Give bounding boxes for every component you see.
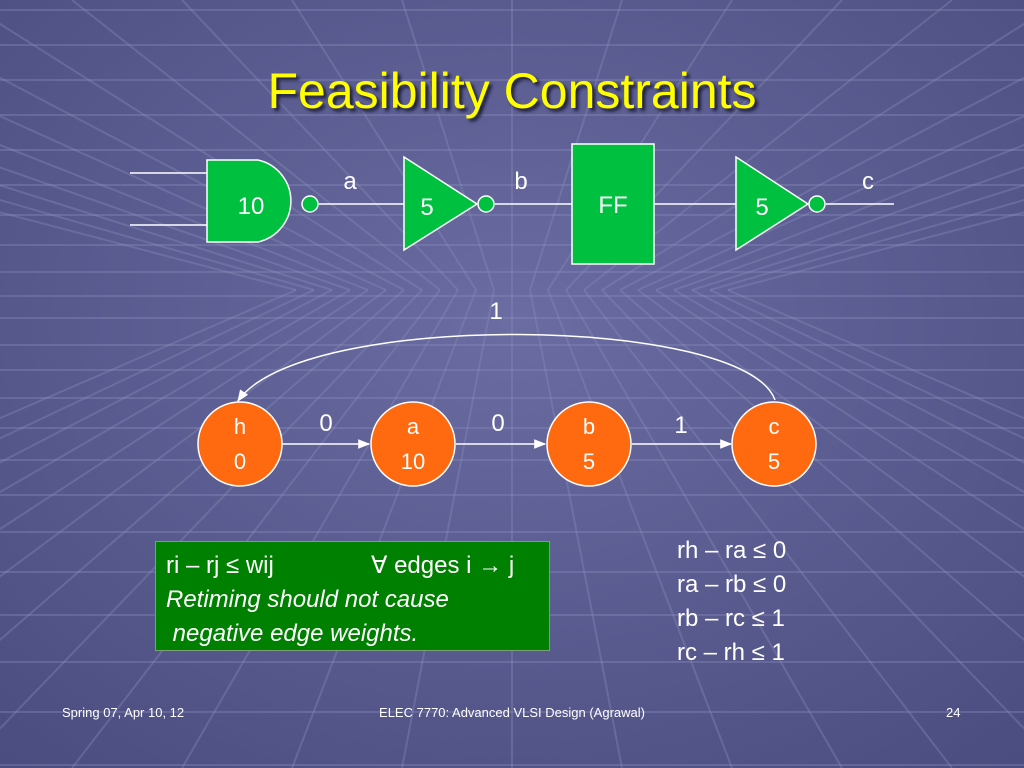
graph-node-c: c 5 [731,401,817,487]
nand-gate: 10 [206,159,319,243]
inverter-1-delay: 5 [420,194,433,221]
constraint-equations: rh – ra ≤ 0 ra – rb ≤ 0 rb – rc ≤ 1 rc –… [677,534,786,670]
signal-label-c: c [862,168,874,195]
flip-flop: FF [571,143,655,265]
edge-weight-a-b: 0 [491,410,504,437]
node-b-value: 5 [583,449,595,474]
equation-a-b: ra – rb ≤ 0 [677,571,787,598]
constraint-box: ri – rj ≤ wij ∀ edges i → j Retiming sho… [155,541,550,651]
equation-h-a: rh – ra ≤ 0 [677,537,787,564]
graph-node-h: h 0 [197,401,283,487]
signal-label-b: b [514,168,527,195]
circuit-wires [130,172,894,226]
inverter-gate-1: 5 [403,155,495,252]
edge-weight-b-c: 1 [674,412,687,439]
node-b-name: b [583,414,595,439]
nand-delay: 10 [238,193,265,220]
graph-node-b: b 5 [546,401,632,487]
footer-course: ELEC 7770: Advanced VLSI Design (Agrawal… [379,705,645,720]
slide-title: Feasibility Constraints [267,63,757,119]
inverter-2-delay: 5 [755,194,768,221]
graph-node-a: a 10 [370,401,456,487]
equation-c-h: rc – rh ≤ 1 [677,639,785,666]
constraint-note-line-2: negative edge weights. [166,620,419,647]
node-c-value: 5 [768,449,780,474]
node-a-name: a [407,414,420,439]
equation-b-c: rb – rc ≤ 1 [677,605,785,632]
constraint-formula: ri – rj ≤ wij [166,552,274,579]
node-h-name: h [234,414,246,439]
graph-edges [237,333,776,449]
node-a-value: 10 [401,449,425,474]
signal-label-a: a [343,168,357,195]
footer-date: Spring 07, Apr 10, 12 [62,705,185,720]
constraint-note-line-1: Retiming should not cause [166,586,449,613]
ff-label: FF [598,192,627,219]
edge-weight-c-h: 1 [489,298,502,325]
footer-page-number: 24 [946,705,961,720]
node-c-name: c [769,414,780,439]
edge-weight-h-a: 0 [319,410,332,437]
edge-c-h [237,333,776,402]
constraint-quantifier: ∀ edges i → j [371,552,515,579]
node-h-value: 0 [234,449,246,474]
inverter-gate-2: 5 [735,155,826,252]
